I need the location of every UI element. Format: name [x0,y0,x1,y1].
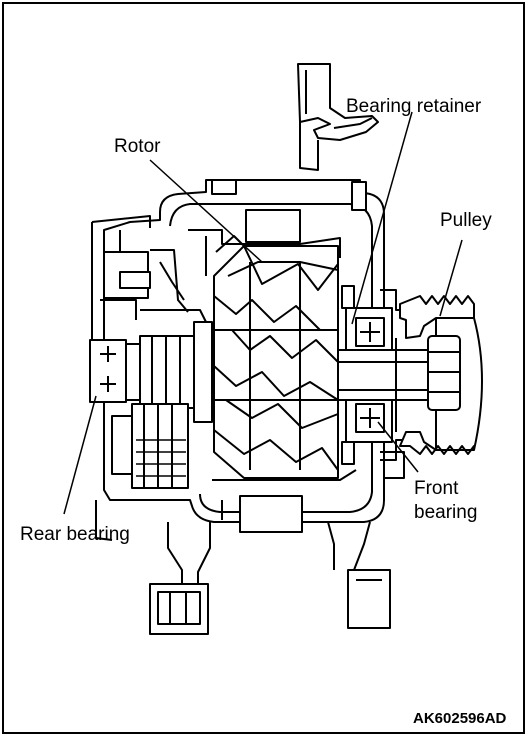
leader-lines [63,111,463,515]
label-front-bearing-line2: bearing [414,502,478,523]
leader-bearing-retainer [351,111,413,325]
label-rotor: Rotor [114,136,161,157]
rotor-shaft [337,349,435,401]
leader-rear-bearing [63,395,97,515]
stator-top [188,179,367,276]
lower-mounting-feet [149,521,391,635]
label-rear-bearing: Rear bearing [20,524,130,545]
stator-bottom [212,469,357,533]
alternator-housing [91,179,405,541]
leader-front-bearing [377,421,419,473]
leader-rotor [149,159,263,263]
label-front-bearing-line1: Front [414,478,459,499]
front-bearing [341,285,393,465]
label-bearing-retainer: Bearing retainer [346,96,482,117]
rotor-claw-poles [213,235,339,479]
label-pulley: Pulley [440,210,492,231]
leader-pulley [439,239,463,317]
upper-mounting-bracket [297,63,379,171]
pulley [395,295,483,455]
figure-code: AK602596AD [413,710,507,727]
rear-bearing [89,339,141,403]
rectifier-and-slip-rings [100,230,213,489]
